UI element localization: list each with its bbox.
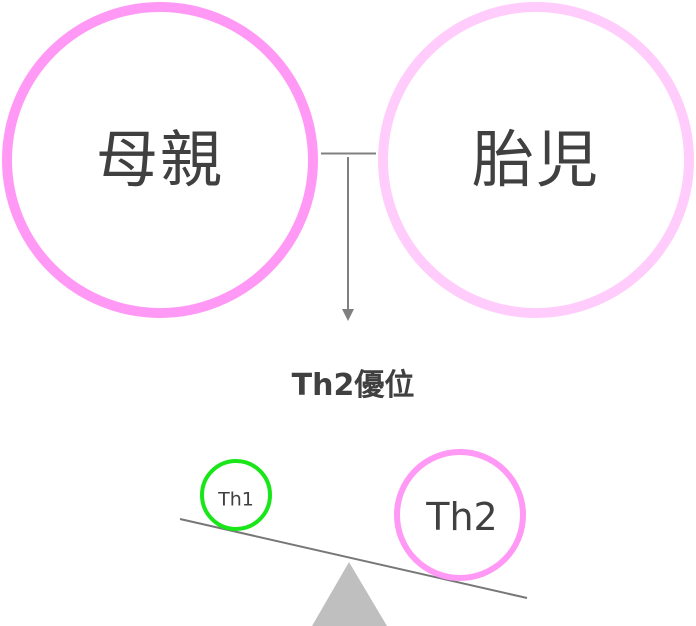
th2-label: Th2 xyxy=(426,495,498,539)
fetus-label: 胎児 xyxy=(471,123,601,196)
arrow-down-icon xyxy=(342,309,354,321)
mother-circle xyxy=(2,2,318,318)
fetus-circle xyxy=(378,2,694,318)
balance-beam xyxy=(179,518,528,599)
th1-circle xyxy=(200,459,272,531)
th1-label: Th1 xyxy=(218,488,254,511)
fulcrum-triangle xyxy=(312,562,387,626)
th2-circle xyxy=(394,449,526,581)
result-title: Th2優位 xyxy=(291,368,415,403)
mother-label: 母親 xyxy=(95,123,225,196)
